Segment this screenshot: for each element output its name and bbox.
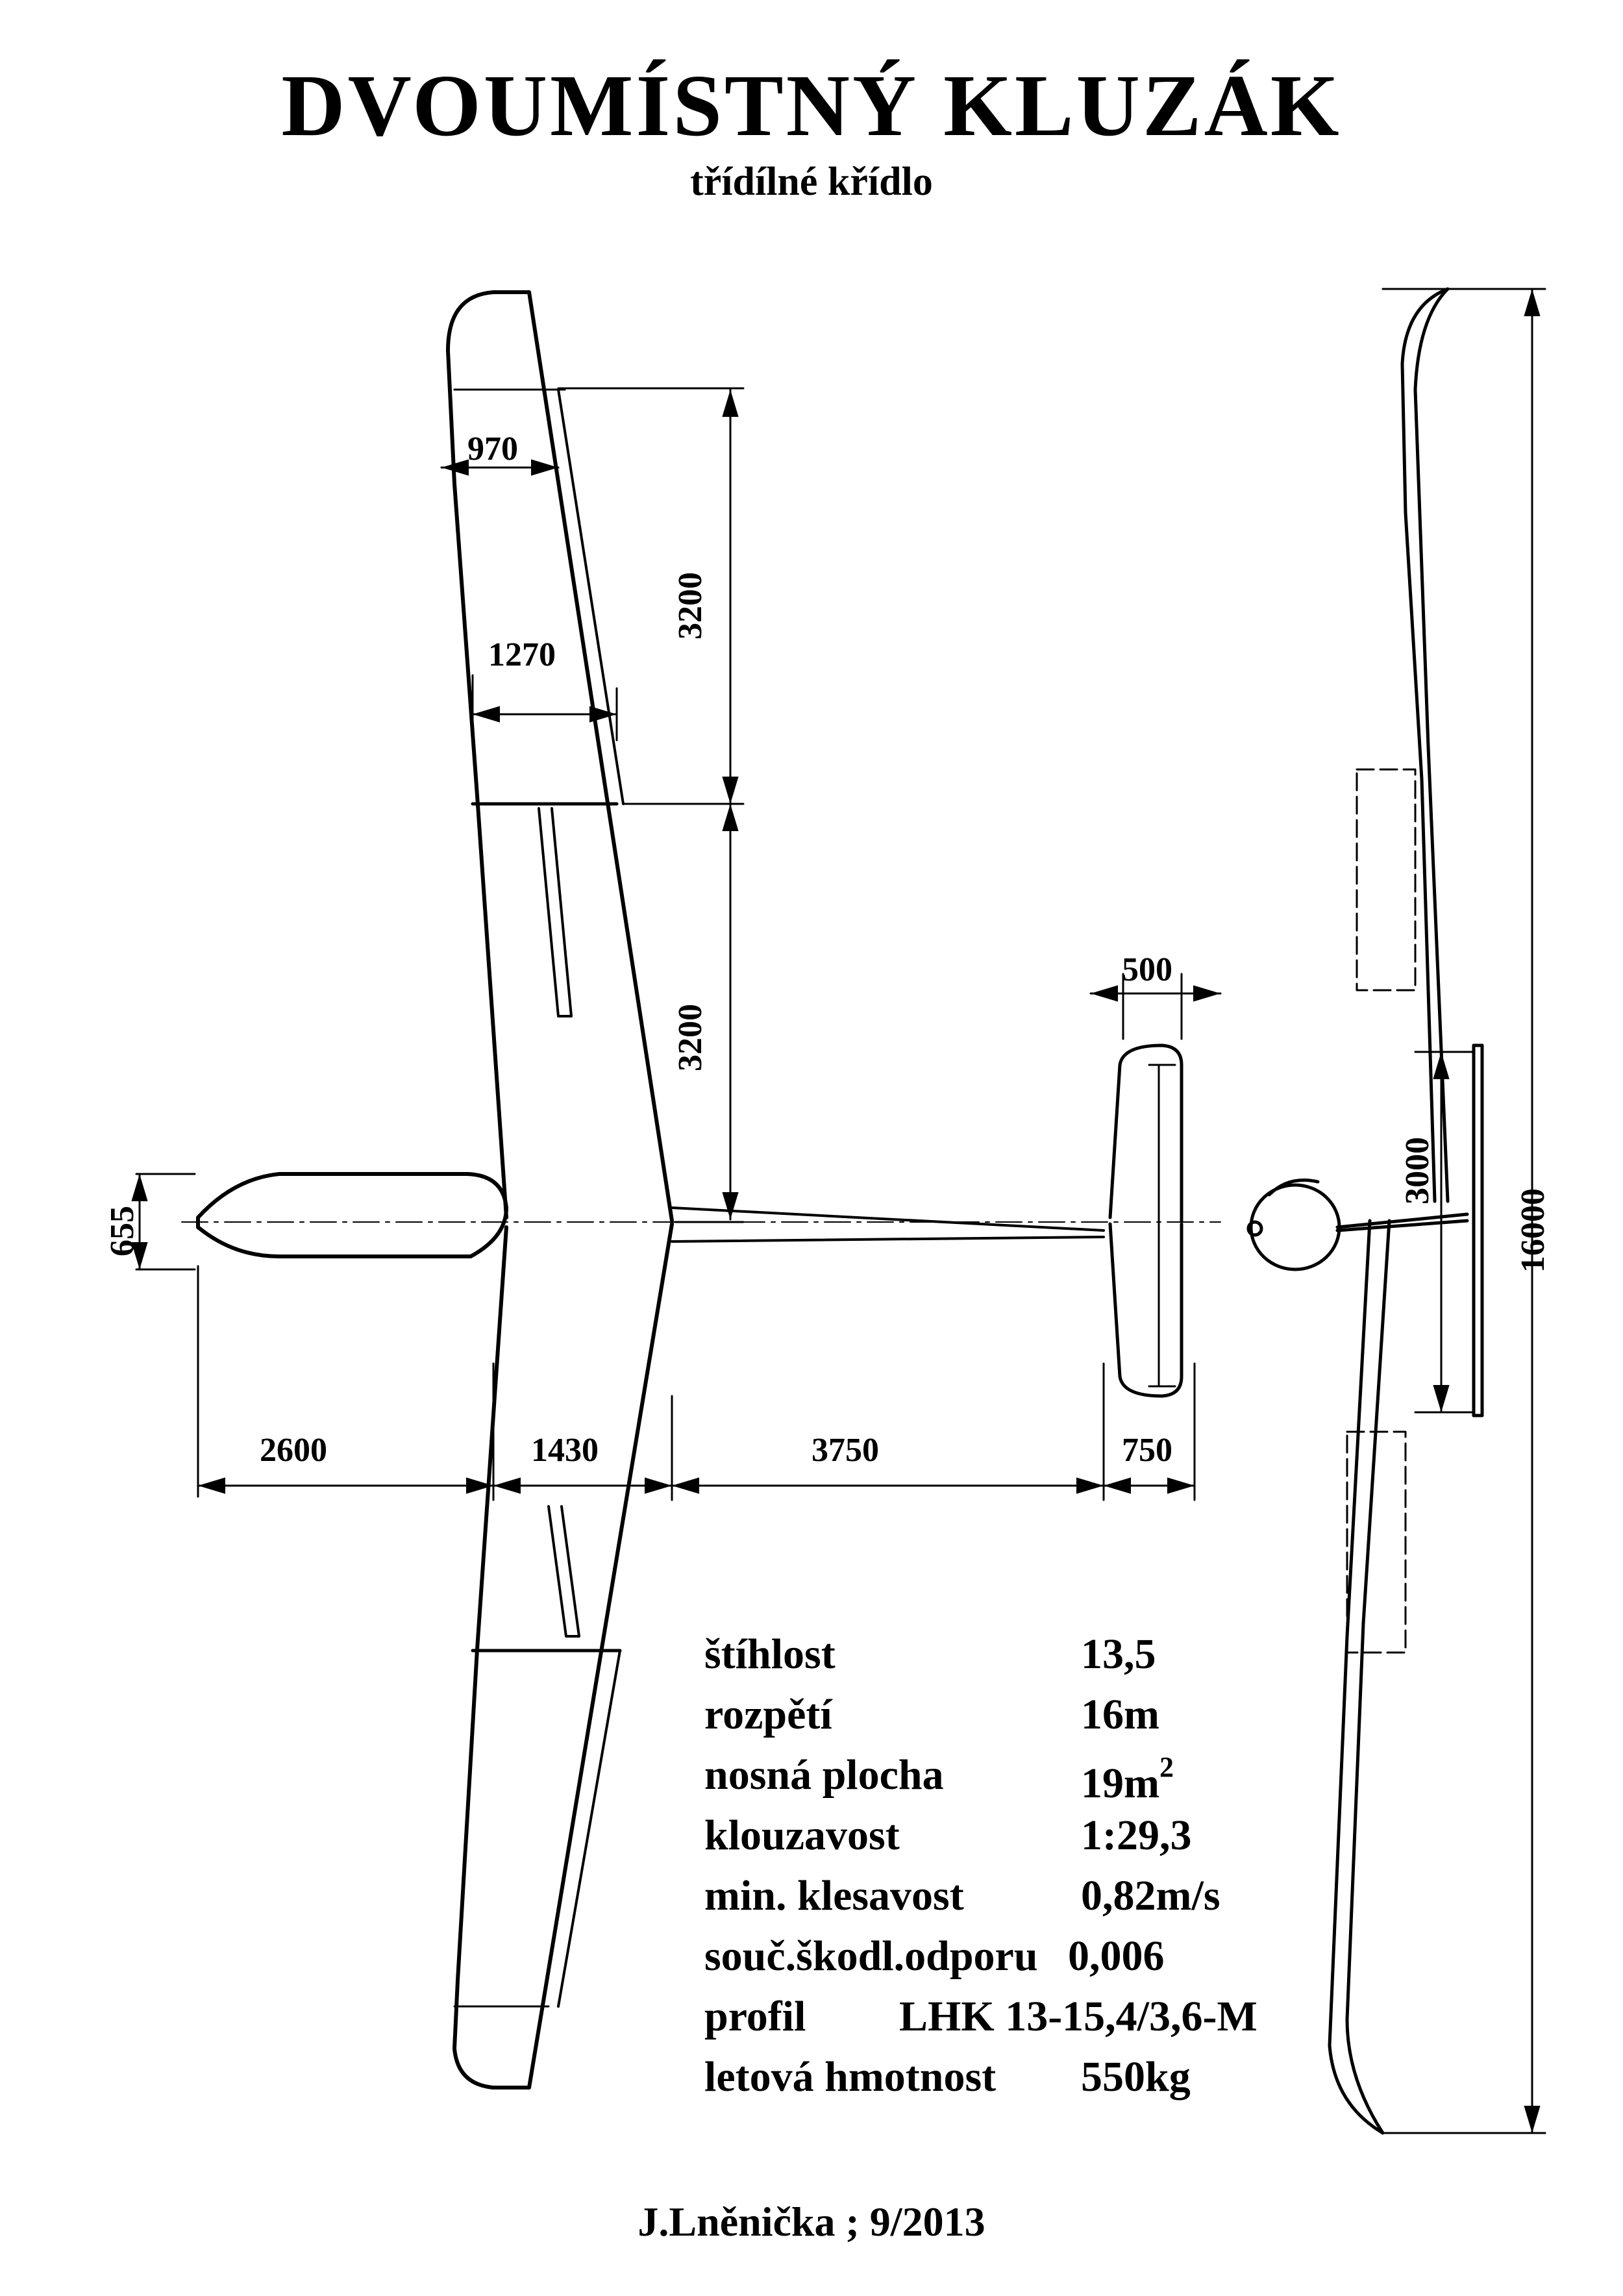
dim-tail-root-chord: 750 <box>1122 1432 1172 1469</box>
dim-tail-span: 3000 <box>1399 1137 1436 1204</box>
elevator-hinge <box>1148 1064 1176 1388</box>
front-view-tail <box>1472 1043 1484 1417</box>
spec-value: 1:29,3 <box>1081 1812 1192 1859</box>
canopy-outline <box>196 1172 508 1258</box>
spec-value: 19m2 <box>1081 1751 1174 1808</box>
dim-tail-tip-chord: 500 <box>1122 951 1172 988</box>
spec-label: letová hmotnost <box>704 2053 997 2101</box>
tail-boom <box>671 1206 1105 1243</box>
spec-value-text: 19m <box>1081 1760 1159 1807</box>
drawing-title: DVOUMÍSTNÝ KLUZÁK <box>281 57 1342 155</box>
spec-label: min. klesavost <box>704 1872 964 1919</box>
dim-tip-chord: 970 <box>467 430 518 468</box>
dimension-arrows <box>131 288 1541 2134</box>
wing-outline <box>446 290 674 2090</box>
drawing-subtitle: třídílné křídlo <box>690 160 933 204</box>
dim-inner-panel-span: 3200 <box>672 1004 709 1071</box>
wing-panel-joints <box>471 802 622 1653</box>
spec-value: LHK 13-15,4/3,6-M <box>899 1993 1258 2040</box>
spec-value: 0,82m/s <box>1081 1872 1220 1919</box>
aileron-lines <box>557 388 625 2008</box>
spec-label: profil <box>704 1993 806 2040</box>
dim-wing-to-tail: 3750 <box>812 1432 879 1469</box>
spec-value: 0,006 <box>1068 1932 1165 1980</box>
spec-label: nosná plocha <box>704 1751 944 1799</box>
spec-value-exponent: 2 <box>1159 1751 1174 1783</box>
dim-root-chord: 1430 <box>531 1432 599 1469</box>
spec-label: souč.škodl.odporu <box>704 1932 1038 1980</box>
front-view-airbrakes <box>1346 768 1417 1654</box>
spec-label: štíhlost <box>704 1630 836 1678</box>
spec-label: klouzavost <box>704 1812 900 1859</box>
airbrake-slots <box>538 807 580 1638</box>
dim-outer-panel-span: 3200 <box>672 572 709 640</box>
dim-nose-to-wing: 2600 <box>260 1432 327 1469</box>
dim-fuselage-height: 655 <box>104 1206 141 1256</box>
spec-value: 13,5 <box>1081 1630 1156 1678</box>
spec-label: rozpětí <box>704 1691 832 1738</box>
dim-mid-chord: 1270 <box>488 636 556 673</box>
spec-value: 16m <box>1081 1691 1159 1738</box>
author-signature: J.Lněnička ; 9/2013 <box>638 2199 985 2245</box>
horizontal-tail <box>1108 1043 1183 1398</box>
dim-wing-span: 16000 <box>1515 1188 1552 1273</box>
spec-value: 550kg <box>1081 2053 1191 2101</box>
front-view-wing <box>1328 287 1450 2135</box>
